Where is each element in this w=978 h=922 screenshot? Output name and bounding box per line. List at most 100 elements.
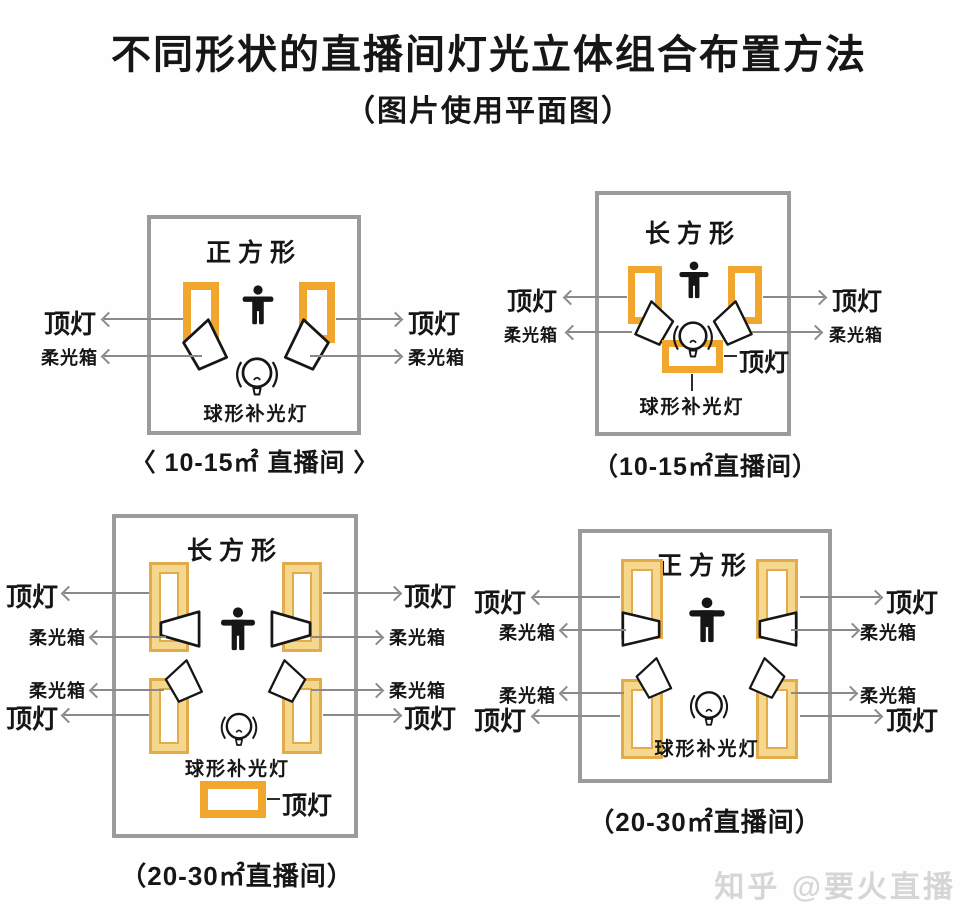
- ceiling-light-label: 顶灯: [474, 588, 527, 618]
- arrowhead-left: [558, 622, 575, 639]
- softbox-cone-icon: [179, 317, 234, 372]
- watermark: 知乎 @要火直播: [714, 871, 956, 904]
- arrowhead-left: [60, 707, 77, 724]
- arrow: [88, 629, 166, 646]
- arrow: [310, 348, 404, 365]
- softbox-label: 柔光箱: [389, 628, 446, 648]
- softbox-label: 柔光箱: [41, 348, 98, 368]
- arrow: [752, 324, 824, 341]
- softbox-label: 柔光箱: [860, 686, 917, 706]
- sphere-light-icon: [231, 352, 283, 399]
- softbox-label: 柔光箱: [499, 686, 556, 706]
- softbox-label: 柔光箱: [408, 348, 465, 368]
- ceiling-light-label: 顶灯: [506, 288, 557, 316]
- shape-label: 长方形: [644, 220, 741, 248]
- shape-label: 正方形: [656, 552, 753, 580]
- arrowhead-right: [807, 324, 824, 341]
- arrow: [100, 348, 202, 365]
- page-subtitle: （图片使用平面图）: [345, 95, 633, 128]
- arrowhead-right: [842, 685, 859, 702]
- arrowhead-right: [811, 289, 828, 306]
- softbox-cone-icon: [633, 656, 677, 700]
- sphere-light-icon: [669, 316, 717, 361]
- arrowhead-left: [530, 708, 547, 725]
- softbox-label: 柔光箱: [504, 326, 558, 345]
- arrow: [558, 685, 624, 702]
- softbox-cone-icon: [620, 610, 662, 648]
- arrowhead-right: [368, 629, 385, 646]
- ceiling-light-label: 顶灯: [886, 706, 939, 736]
- pointer-line: [267, 798, 280, 800]
- pointer-line: [691, 374, 693, 391]
- diagram-caption: （10-15㎡直播间）: [593, 453, 818, 481]
- softbox-label: 柔光箱: [860, 623, 917, 643]
- sphere-light-label: 球形补光灯: [639, 397, 745, 418]
- softbox-label: 柔光箱: [499, 623, 556, 643]
- arrowhead-left: [530, 589, 547, 606]
- arrow: [558, 622, 626, 639]
- arrowhead-right: [844, 622, 861, 639]
- arrow: [60, 707, 149, 724]
- arrowhead-left: [562, 289, 579, 306]
- page-title: 不同形状的直播间灯光立体组合布置方法: [111, 33, 867, 77]
- softbox-cone-icon: [158, 609, 202, 649]
- arrow: [763, 289, 828, 306]
- softbox-cone-icon: [757, 610, 799, 648]
- arrow: [311, 682, 385, 699]
- ceiling-light-label: 顶灯: [43, 309, 96, 339]
- diagram-caption: （20-30㎡直播间）: [120, 861, 354, 891]
- person-icon: [678, 261, 710, 299]
- ceiling-lamp-icon: [200, 781, 266, 818]
- arrow: [800, 589, 884, 606]
- ceiling-lamp-icon: [621, 679, 663, 759]
- arrowhead-right: [867, 708, 884, 725]
- arrowhead-right: [368, 682, 385, 699]
- arrowhead-right: [386, 707, 403, 724]
- ceiling-light-label: 顶灯: [404, 704, 457, 734]
- ceiling-light-label: 顶灯: [832, 288, 883, 316]
- arrow: [100, 311, 183, 328]
- person-icon: [219, 607, 257, 651]
- softbox-label: 柔光箱: [389, 681, 446, 701]
- ceiling-light-label: 顶灯: [6, 582, 59, 612]
- arrow: [791, 685, 859, 702]
- ceiling-light-label: 顶灯: [282, 792, 333, 820]
- sphere-light-label: 球形补光灯: [654, 739, 760, 760]
- arrowhead-left: [564, 324, 581, 341]
- arrow: [323, 707, 403, 724]
- shape-label: 长方形: [186, 537, 283, 565]
- arrowhead-left: [88, 629, 105, 646]
- person-icon: [687, 597, 727, 643]
- ceiling-light-label: 顶灯: [739, 349, 790, 377]
- softbox-label: 柔光箱: [29, 628, 86, 648]
- softbox-cone-icon: [263, 658, 309, 704]
- sphere-light-label: 球形补光灯: [203, 404, 309, 425]
- ceiling-light-label: 顶灯: [408, 309, 461, 339]
- arrow: [562, 289, 627, 306]
- room-outline-small-rect: [595, 191, 791, 436]
- arrow: [530, 708, 620, 725]
- softbox-cone-icon: [744, 656, 788, 700]
- arrow: [530, 589, 620, 606]
- pointer-line: [724, 355, 737, 357]
- arrowhead-right: [386, 585, 403, 602]
- softbox-cone-icon: [710, 299, 758, 347]
- sphere-light-icon: [217, 708, 261, 749]
- softbox-cone-icon: [269, 609, 313, 649]
- arrowhead-right: [867, 589, 884, 606]
- arrow: [336, 311, 404, 328]
- diagram-caption: （20-30㎡直播间）: [588, 807, 822, 837]
- shape-label: 正方形: [205, 239, 302, 267]
- arrow: [791, 622, 861, 639]
- arrow: [800, 708, 884, 725]
- softbox-cone-icon: [629, 299, 677, 347]
- arrowhead-left: [60, 585, 77, 602]
- softbox-cone-icon: [162, 658, 208, 704]
- ceiling-light-label: 顶灯: [6, 704, 59, 734]
- arrow: [323, 585, 403, 602]
- ceiling-light-label: 顶灯: [404, 582, 457, 612]
- ceiling-light-label: 顶灯: [474, 706, 527, 736]
- arrowhead-right: [387, 311, 404, 328]
- sphere-light-label: 球形补光灯: [184, 759, 290, 780]
